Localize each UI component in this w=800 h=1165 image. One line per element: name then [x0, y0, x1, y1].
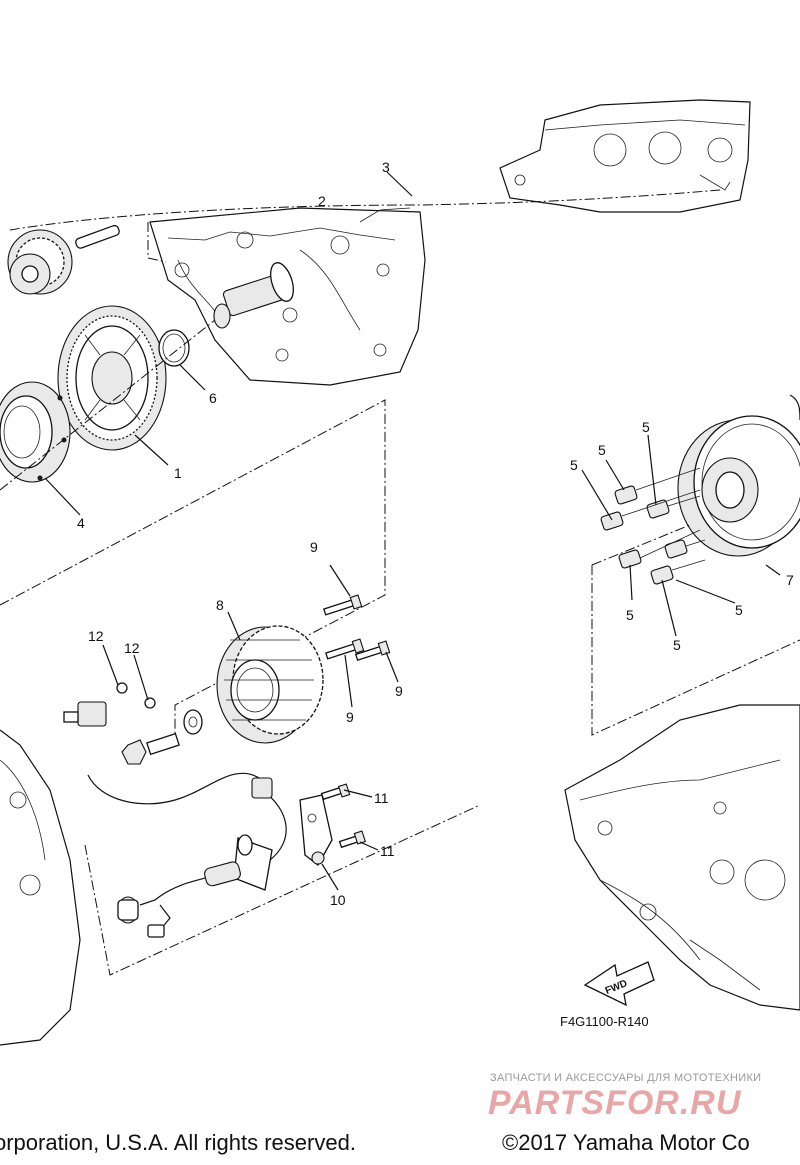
copyright-footer-right: ©2017 Yamaha Motor Co — [502, 1130, 750, 1155]
callout-9a: 9 — [310, 539, 318, 555]
rotor-bolt-6 — [650, 565, 674, 585]
callout-1: 1 — [174, 465, 182, 481]
diagram-reference-code: F4G1100-R140 — [560, 1014, 649, 1029]
stator-frame-upper — [0, 399, 386, 745]
rotor-frame — [591, 565, 800, 736]
stator-bolt-right — [354, 640, 391, 661]
watermark-tagline: ЗАПЧАСТИ И АКСЕССУАРЫ ДЛЯ МОТОТЕХНИКИ — [490, 1072, 762, 1084]
flywheel-rotor — [677, 394, 800, 557]
one-way-clutch — [0, 381, 71, 483]
callout-4: 4 — [77, 515, 85, 531]
rotor-bolt-4 — [618, 549, 642, 569]
callout-3: 3 — [382, 159, 390, 175]
callout-10: 10 — [330, 892, 346, 908]
idler-gear-set — [7, 224, 120, 295]
plate-bolt-lower — [338, 830, 367, 849]
callout-8: 8 — [216, 597, 224, 613]
crankcase-assembly — [147, 99, 751, 386]
callout-9c: 9 — [395, 683, 403, 699]
callout-2: 2 — [318, 193, 326, 209]
callout-11b: 11 — [380, 843, 395, 859]
lead-holder-plate — [299, 794, 333, 866]
rotor-bolt-2 — [600, 511, 624, 531]
copyright-footer-left: orporation, U.S.A. All rights reserved. — [0, 1130, 356, 1155]
right-crankcase — [564, 704, 800, 1011]
callout-7: 7 — [786, 572, 794, 588]
gear-axis-line — [0, 319, 216, 491]
rotor-bolt-1 — [614, 485, 638, 505]
callout-5e: 5 — [735, 602, 743, 618]
starter-driven-gear — [57, 305, 167, 451]
callout-11a: 11 — [374, 790, 389, 806]
stator-bolt-top — [323, 594, 363, 616]
stator-bolt-mid — [325, 638, 365, 660]
left-cover — [0, 729, 81, 1046]
callout-5f: 5 — [673, 637, 681, 653]
rotor-bolt-5 — [664, 539, 688, 559]
watermark-logo: PARTSFOR.RU — [488, 1084, 742, 1122]
stator-coil — [216, 625, 324, 744]
callout-9b: 9 — [346, 709, 354, 725]
assembly-axis-line — [9, 189, 721, 231]
callout-5c: 5 — [642, 419, 650, 435]
callout-5a: 5 — [570, 457, 578, 473]
flywheel-bolt — [121, 709, 203, 765]
rotor-bolt-3 — [646, 499, 670, 519]
callout-5b: 5 — [598, 442, 606, 458]
stator-frame-lower — [84, 804, 481, 976]
fwd-arrow: FWD — [583, 961, 655, 1007]
leader-lines — [44, 171, 781, 891]
o-ring — [158, 329, 190, 367]
plate-bolt-upper — [320, 783, 351, 801]
callout-numbers: 1 2 3 4 5 5 5 5 5 5 6 7 8 9 9 9 10 11 11… — [77, 159, 794, 908]
callout-5d: 5 — [626, 607, 634, 623]
callout-6: 6 — [209, 390, 217, 406]
callout-12a: 12 — [88, 628, 104, 644]
stator-lead-harness — [87, 772, 287, 938]
pickup-coil — [63, 682, 156, 727]
callout-12b: 12 — [124, 640, 140, 656]
